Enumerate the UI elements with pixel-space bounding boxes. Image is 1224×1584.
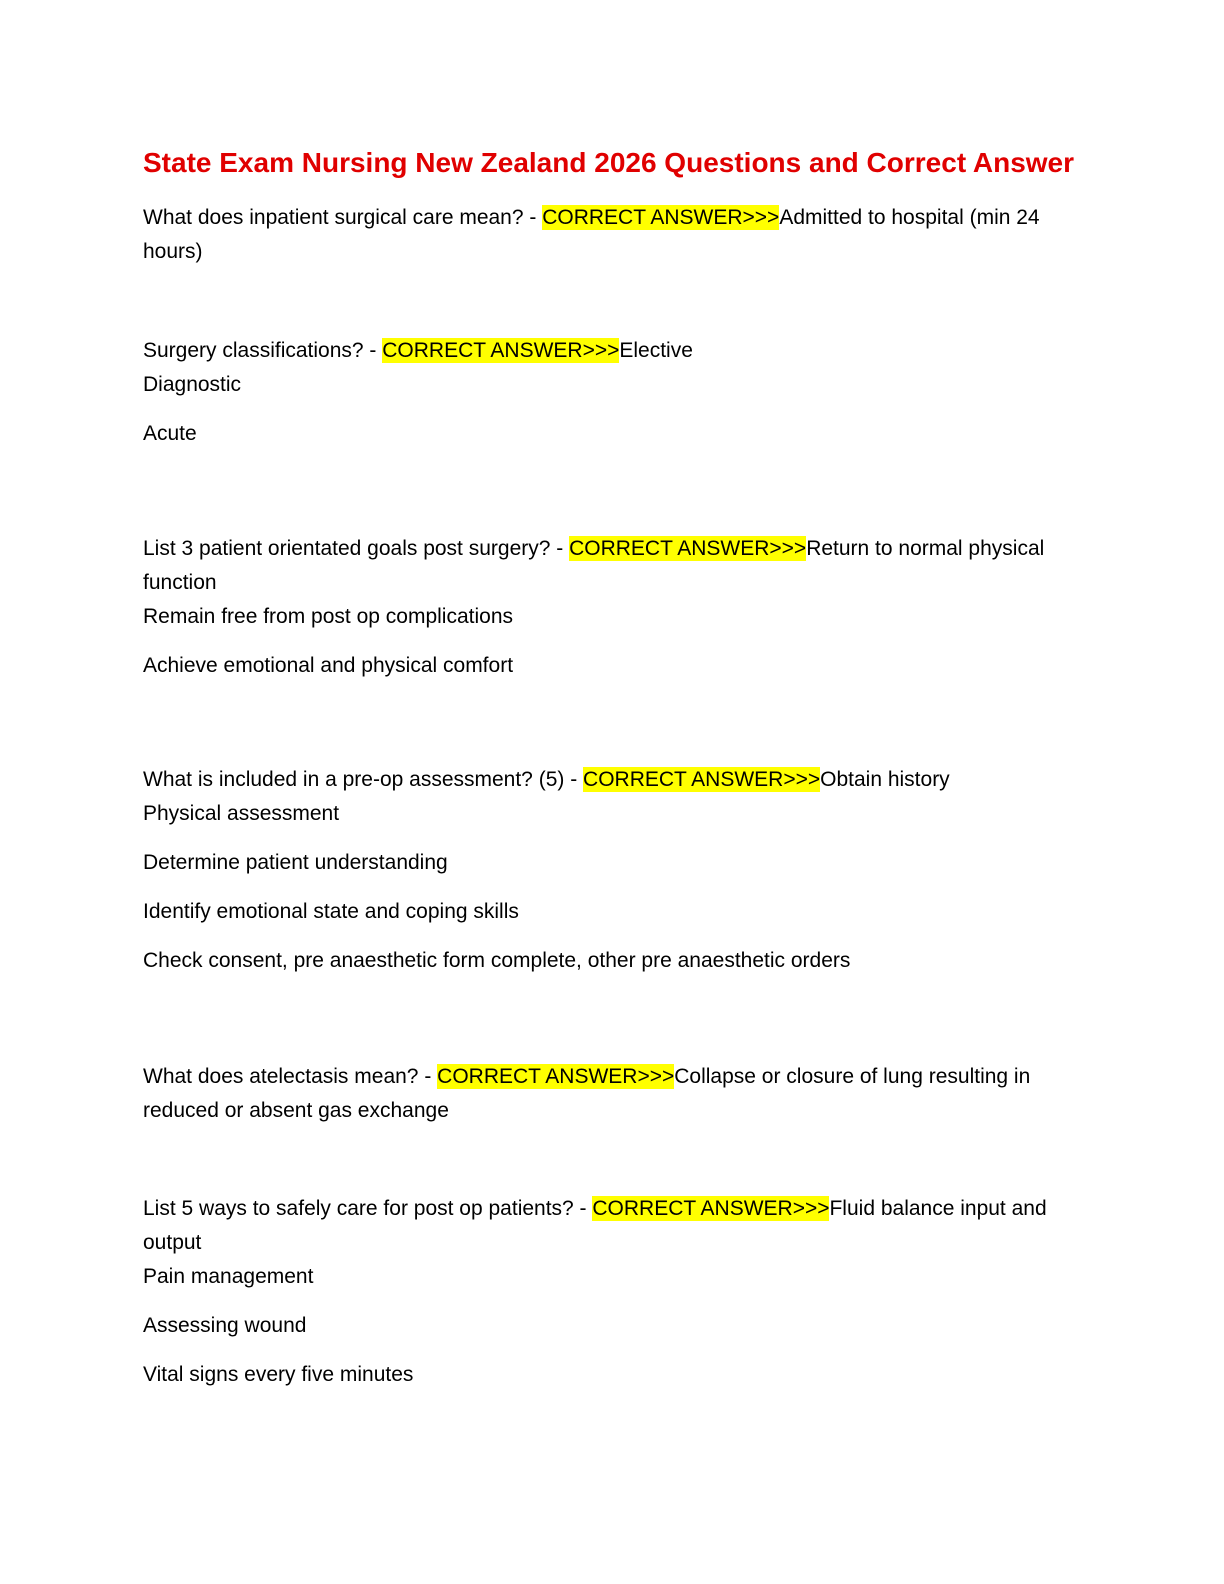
question-line: List 5 ways to safely care for post op p… bbox=[143, 1192, 1063, 1260]
question-text: What does inpatient surgical care mean? … bbox=[143, 206, 543, 229]
answer-line: Achieve emotional and physical comfort bbox=[143, 654, 514, 677]
answer-marker: CORRECT ANSWER>>> bbox=[592, 1196, 830, 1221]
answer-line: Assessing wound bbox=[143, 1314, 307, 1337]
answer-line: Acute bbox=[143, 422, 197, 445]
answer-marker: CORRECT ANSWER>>> bbox=[569, 536, 807, 561]
answer-line: Diagnostic bbox=[143, 373, 242, 396]
question-text: Surgery classifications? - bbox=[143, 339, 383, 362]
qa-item: List 3 patient orientated goals post sur… bbox=[143, 532, 1063, 683]
question-text: What is included in a pre-op assessment?… bbox=[143, 768, 584, 791]
answer-line: Physical assessment bbox=[143, 802, 340, 825]
answer-text: Elective bbox=[619, 339, 693, 362]
question-text: What does atelectasis mean? - bbox=[143, 1065, 438, 1088]
answer-line: Vital signs every five minutes bbox=[143, 1363, 414, 1386]
answer-marker: CORRECT ANSWER>>> bbox=[542, 205, 780, 230]
qa-item: What is included in a pre-op assessment?… bbox=[143, 763, 1063, 978]
answer-line: Determine patient understanding bbox=[143, 851, 448, 874]
document-title: State Exam Nursing New Zealand 2026 Ques… bbox=[143, 147, 1075, 178]
answer-text: Admitted to hospital (min 24 hours) bbox=[143, 206, 1040, 263]
question-line: What is included in a pre-op assessment?… bbox=[143, 763, 1063, 797]
question-text: List 3 patient orientated goals post sur… bbox=[143, 537, 570, 560]
qa-item: What does inpatient surgical care mean? … bbox=[143, 201, 1063, 269]
question-line: What does atelectasis mean? - CORRECT AN… bbox=[143, 1060, 1063, 1128]
answer-line: Identify emotional state and coping skil… bbox=[143, 900, 519, 923]
answer-marker: CORRECT ANSWER>>> bbox=[437, 1064, 675, 1089]
answer-marker: CORRECT ANSWER>>> bbox=[382, 338, 620, 363]
answer-marker: CORRECT ANSWER>>> bbox=[583, 767, 821, 792]
qa-item: Surgery classifications? - CORRECT ANSWE… bbox=[143, 334, 1063, 451]
qa-item: List 5 ways to safely care for post op p… bbox=[143, 1192, 1063, 1392]
qa-item: What does atelectasis mean? - CORRECT AN… bbox=[143, 1060, 1063, 1128]
answer-line: Pain management bbox=[143, 1265, 314, 1288]
answer-text: Collapse or closure of lung resulting in… bbox=[143, 1065, 1031, 1122]
question-line: What does inpatient surgical care mean? … bbox=[143, 201, 1063, 269]
question-text: List 5 ways to safely care for post op p… bbox=[143, 1197, 593, 1220]
answer-text: Fluid balance input and output bbox=[143, 1197, 1047, 1254]
question-line: Surgery classifications? - CORRECT ANSWE… bbox=[143, 334, 1063, 368]
answer-line: Remain free from post op complications bbox=[143, 605, 513, 628]
answer-line: Check consent, pre anaesthetic form comp… bbox=[143, 949, 851, 972]
answer-text: Return to normal physical function bbox=[143, 537, 1045, 594]
question-line: List 3 patient orientated goals post sur… bbox=[143, 532, 1063, 600]
answer-text: Obtain history bbox=[820, 768, 950, 791]
